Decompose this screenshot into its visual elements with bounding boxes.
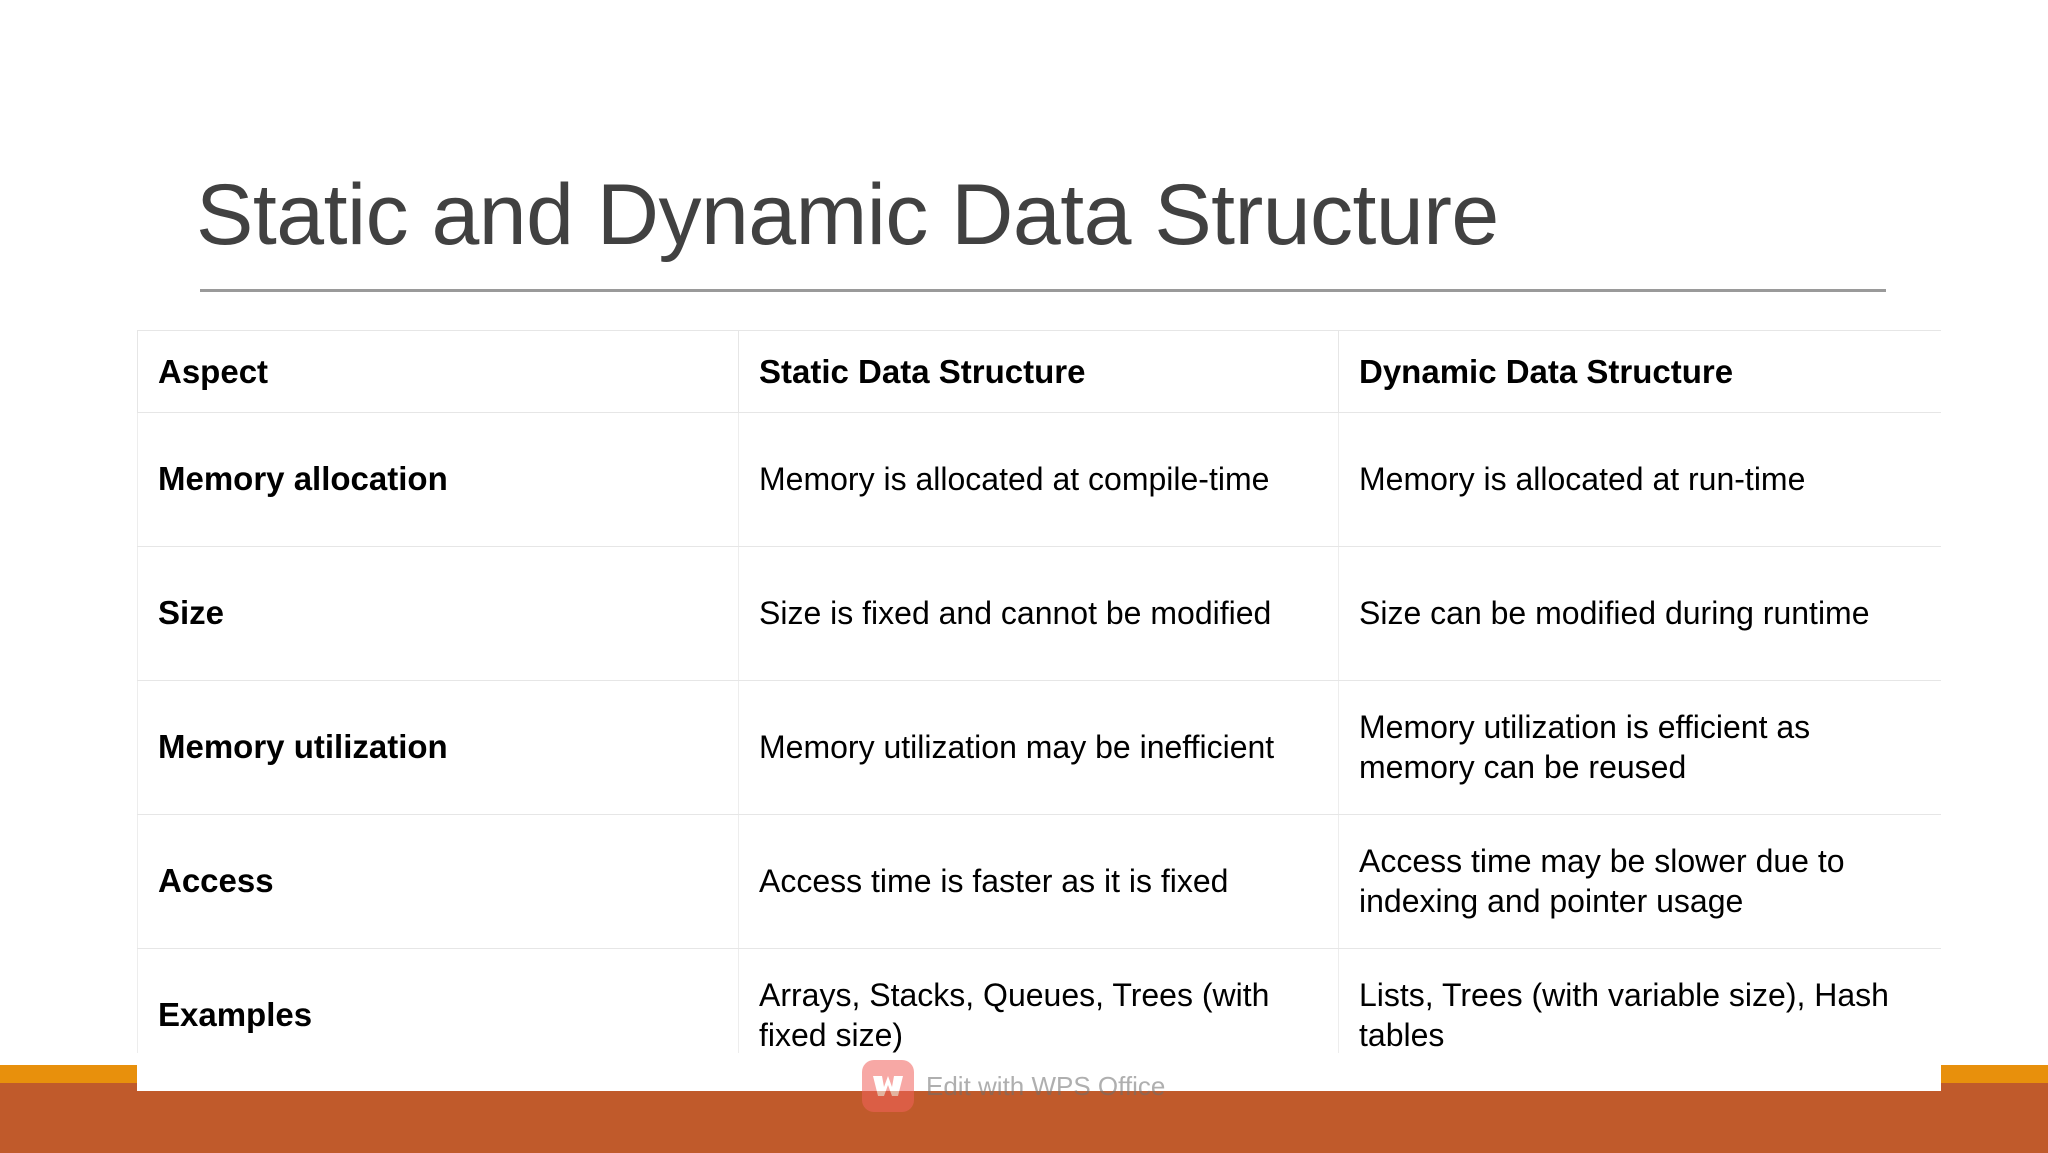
- column-header-static: Static Data Structure: [738, 330, 1339, 413]
- footer-brown-bar: [0, 1083, 2048, 1153]
- cell-dynamic: Size can be modified during runtime: [1338, 546, 1941, 681]
- wps-logo-icon: [862, 1060, 914, 1112]
- cell-static: Size is fixed and cannot be modified: [738, 546, 1339, 681]
- comparison-table: Aspect Static Data Structure Dynamic Dat…: [137, 330, 1941, 1083]
- cell-static: Memory utilization may be inefficient: [738, 680, 1339, 815]
- table-row: Access Access time is faster as it is fi…: [137, 814, 1941, 949]
- cell-dynamic: Memory utilization is efficient as memor…: [1338, 680, 1941, 815]
- column-header-aspect: Aspect: [137, 330, 739, 413]
- cell-aspect: Memory allocation: [137, 412, 739, 547]
- table-row: Memory allocation Memory is allocated at…: [137, 412, 1941, 547]
- table-header-row: Aspect Static Data Structure Dynamic Dat…: [137, 330, 1941, 413]
- cell-static: Access time is faster as it is fixed: [738, 814, 1339, 949]
- table-row: Memory utilization Memory utilization ma…: [137, 680, 1941, 815]
- comparison-table-container: Aspect Static Data Structure Dynamic Dat…: [137, 330, 1941, 1090]
- cell-dynamic: Memory is allocated at run-time: [1338, 412, 1941, 547]
- footer-orange-bar-right: [1941, 1065, 2048, 1083]
- footer-brown-bar-right: [1941, 1083, 2048, 1153]
- wps-watermark-label: Edit with WPS Office: [926, 1070, 1166, 1101]
- cell-aspect: Access: [137, 814, 739, 949]
- cell-aspect: Memory utilization: [137, 680, 739, 815]
- cell-dynamic: Access time may be slower due to indexin…: [1338, 814, 1941, 949]
- title-underline-rule: [200, 289, 1886, 292]
- footer-decoration-band: [0, 1053, 2048, 1153]
- table-row: Size Size is fixed and cannot be modifie…: [137, 546, 1941, 681]
- wps-office-watermark[interactable]: Edit with WPS Office: [862, 1060, 1165, 1112]
- cell-aspect: Size: [137, 546, 739, 681]
- footer-brown-bar-left: [0, 1083, 137, 1153]
- footer-white-inset: [137, 1053, 1941, 1091]
- page-title: Static and Dynamic Data Structure: [196, 167, 1499, 263]
- footer-orange-bar-left: [0, 1065, 137, 1083]
- cell-static: Arrays, Stacks, Queues, Trees (with fixe…: [738, 948, 1339, 1083]
- column-header-dynamic: Dynamic Data Structure: [1338, 330, 1941, 413]
- cell-static: Memory is allocated at compile-time: [738, 412, 1339, 547]
